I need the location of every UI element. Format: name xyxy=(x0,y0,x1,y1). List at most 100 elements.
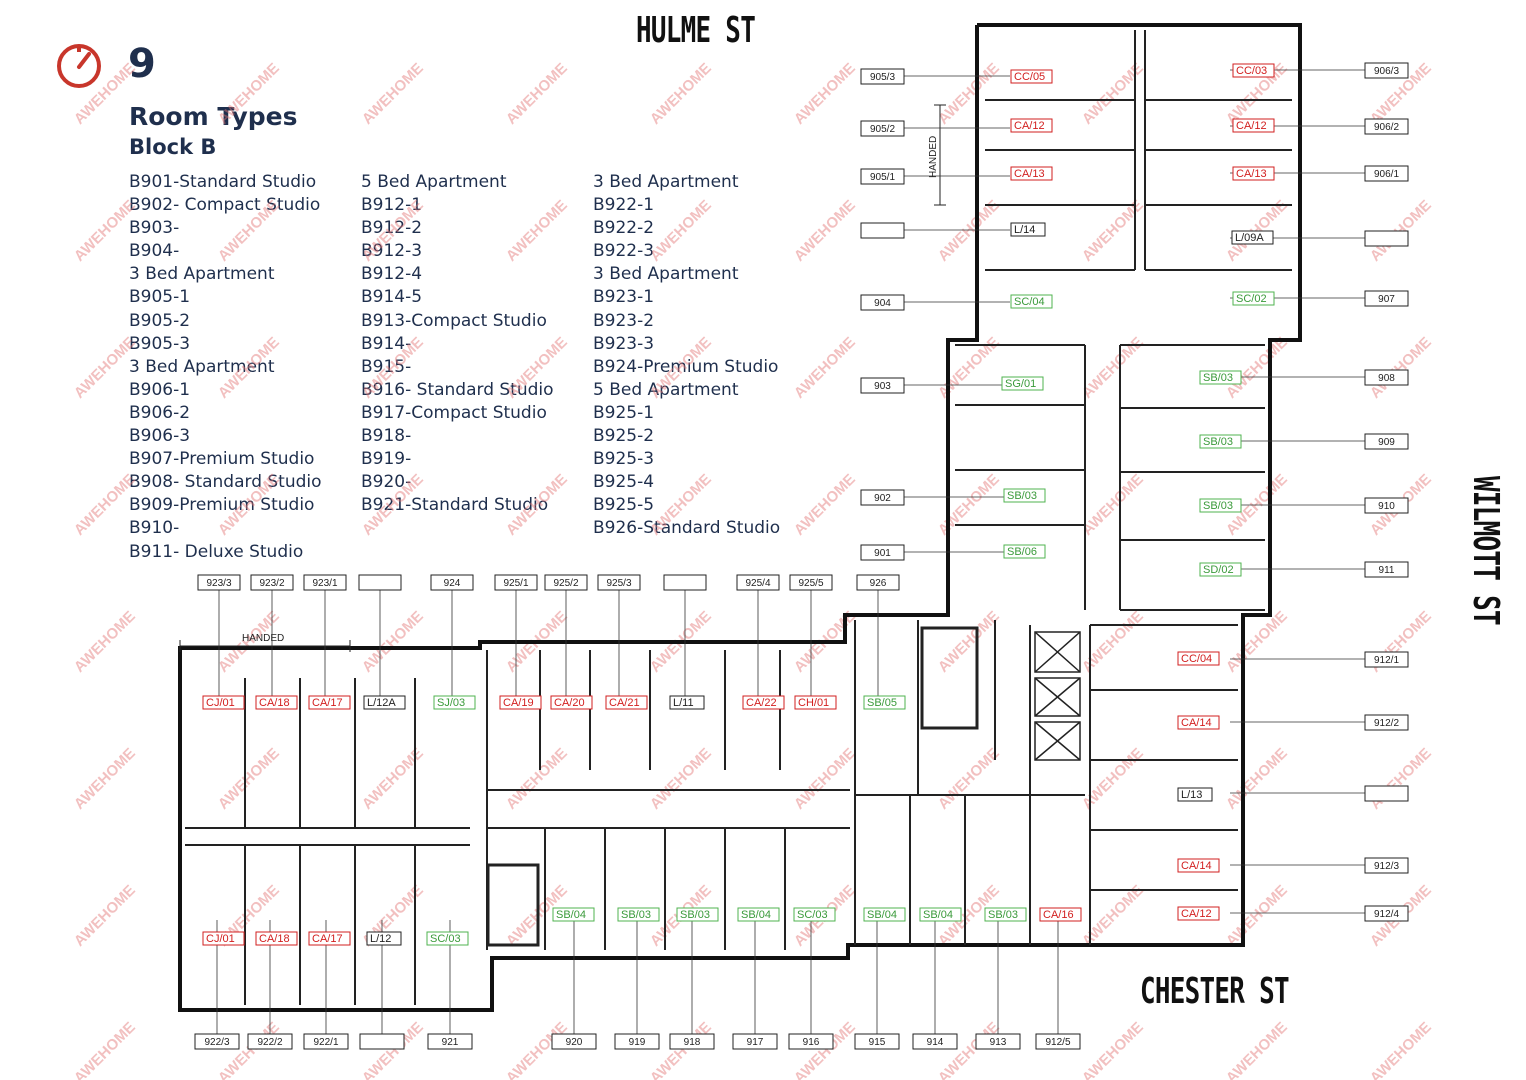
room-list-item: B905-3 xyxy=(129,333,191,354)
room-tag: SB/03 xyxy=(1199,498,1242,513)
unit-number-box: 923/2 xyxy=(250,574,294,591)
svg-text:904: 904 xyxy=(874,298,891,309)
watermark-text: AWEHOME xyxy=(647,471,715,539)
room-list-item: B917-Compact Studio xyxy=(361,402,547,423)
room-tag: L/11 xyxy=(669,695,705,710)
room-tag: SB/03 xyxy=(1199,370,1242,385)
room-tag: CH/01 xyxy=(794,695,837,710)
unit-number-box: 912/4 xyxy=(1364,905,1409,922)
room-list-item: B921-Standard Studio xyxy=(361,495,549,516)
room-list-item: B912-3 xyxy=(361,241,423,262)
room-list-item: B910- xyxy=(129,518,180,539)
svg-text:922/2: 922/2 xyxy=(257,1037,282,1048)
unit-number-box: 901 xyxy=(860,544,905,561)
room-list-item: B906-3 xyxy=(129,426,191,447)
svg-text:925/1: 925/1 xyxy=(503,578,528,589)
svg-text:912/2: 912/2 xyxy=(1374,718,1399,729)
room-list-item: 3 Bed Apartment xyxy=(129,264,275,285)
room-list-item: B911- Deluxe Studio xyxy=(129,541,304,562)
handed-label: HANDED xyxy=(242,633,284,644)
compass-icon xyxy=(57,44,101,88)
room-list-item: 3 Bed Apartment xyxy=(593,264,739,285)
svg-text:922/1: 922/1 xyxy=(313,1037,338,1048)
svg-text:L/12A: L/12A xyxy=(367,697,396,709)
svg-text:SD/02: SD/02 xyxy=(1203,564,1234,576)
room-tag: L/12A xyxy=(363,695,406,710)
room-tag: SC/03 xyxy=(426,931,469,946)
svg-text:925/2: 925/2 xyxy=(553,578,578,589)
watermark-text: AWEHOME xyxy=(647,334,715,402)
svg-text:SB/05: SB/05 xyxy=(867,697,897,709)
watermark-text: AWEHOME xyxy=(503,197,571,265)
svg-text:903: 903 xyxy=(874,381,891,392)
svg-text:902: 902 xyxy=(874,493,891,504)
watermark-text: AWEHOME xyxy=(935,745,1003,813)
svg-text:923/3: 923/3 xyxy=(206,578,231,589)
room-list-item: B920- xyxy=(361,472,412,493)
svg-text:CA/19: CA/19 xyxy=(503,697,534,709)
unit-number-box: 913 xyxy=(975,1033,1021,1050)
svg-text:CC/05: CC/05 xyxy=(1014,71,1045,83)
unit-number-box: 923/1 xyxy=(303,574,347,591)
unit-number-box xyxy=(1364,230,1409,247)
unit-number-box: 921 xyxy=(427,1033,473,1050)
svg-text:CA/17: CA/17 xyxy=(312,933,343,945)
svg-text:CC/03: CC/03 xyxy=(1236,65,1267,77)
unit-number-box: 925/5 xyxy=(789,574,833,591)
unit-number-box: 909 xyxy=(1364,433,1409,450)
unit-number-box: 906/1 xyxy=(1364,165,1409,182)
room-tag: SC/04 xyxy=(1010,294,1053,309)
watermark-text: AWEHOME xyxy=(935,197,1003,265)
watermark-text: AWEHOME xyxy=(215,197,283,265)
svg-text:SB/03: SB/03 xyxy=(680,909,710,921)
svg-text:924: 924 xyxy=(444,578,461,589)
unit-number-box: 910 xyxy=(1364,497,1409,514)
room-tag: SB/04 xyxy=(552,907,595,922)
room-tag: CC/04 xyxy=(1177,651,1220,666)
watermark-text: AWEHOME xyxy=(503,334,571,402)
room-tag: CA/12 xyxy=(1232,118,1275,133)
svg-text:L/11: L/11 xyxy=(673,697,694,709)
watermark-text: AWEHOME xyxy=(359,608,427,676)
svg-text:L/09A: L/09A xyxy=(1235,232,1264,244)
svg-text:CA/12: CA/12 xyxy=(1014,120,1045,132)
unit-number-box: 904 xyxy=(860,294,905,311)
room-list-item: B903- xyxy=(129,218,180,239)
svg-text:CA/21: CA/21 xyxy=(609,697,640,709)
room-tag: CA/17 xyxy=(308,695,351,710)
room-list-item: B923-3 xyxy=(593,333,655,354)
svg-text:SB/04: SB/04 xyxy=(556,909,586,921)
watermark-text: AWEHOME xyxy=(71,608,139,676)
room-tag: SB/04 xyxy=(737,907,780,922)
watermark-text: AWEHOME xyxy=(1079,471,1147,539)
unit-number-box: 917 xyxy=(732,1033,778,1050)
unit-number-box: 926 xyxy=(856,574,900,591)
svg-text:SB/06: SB/06 xyxy=(1007,546,1037,558)
watermark-text: AWEHOME xyxy=(791,197,859,265)
svg-text:SB/03: SB/03 xyxy=(988,909,1018,921)
watermark-text: AWEHOME xyxy=(359,471,427,539)
svg-text:CA/20: CA/20 xyxy=(554,697,585,709)
watermark-text: AWEHOME xyxy=(647,197,715,265)
svg-text:912/4: 912/4 xyxy=(1374,909,1399,920)
unit-number-box xyxy=(359,1033,405,1050)
room-tag: CA/22 xyxy=(742,695,785,710)
room-list-item: B925-4 xyxy=(593,472,655,493)
watermark-text: AWEHOME xyxy=(1223,1019,1291,1080)
room-tag: SB/04 xyxy=(863,907,906,922)
svg-text:CA/14: CA/14 xyxy=(1181,717,1212,729)
unit-number-box: 906/3 xyxy=(1364,62,1409,79)
svg-text:SG/01: SG/01 xyxy=(1005,378,1036,390)
unit-number-box: 905/1 xyxy=(860,168,905,185)
watermark-text: AWEHOME xyxy=(215,471,283,539)
svg-text:925/5: 925/5 xyxy=(798,578,823,589)
svg-text:917: 917 xyxy=(747,1037,764,1048)
svg-text:907: 907 xyxy=(1378,294,1395,305)
room-tag: CA/13 xyxy=(1010,166,1053,181)
watermark-text: AWEHOME xyxy=(359,745,427,813)
unit-number-box: 906/2 xyxy=(1364,118,1409,135)
room-list-item: B912-4 xyxy=(361,264,423,285)
